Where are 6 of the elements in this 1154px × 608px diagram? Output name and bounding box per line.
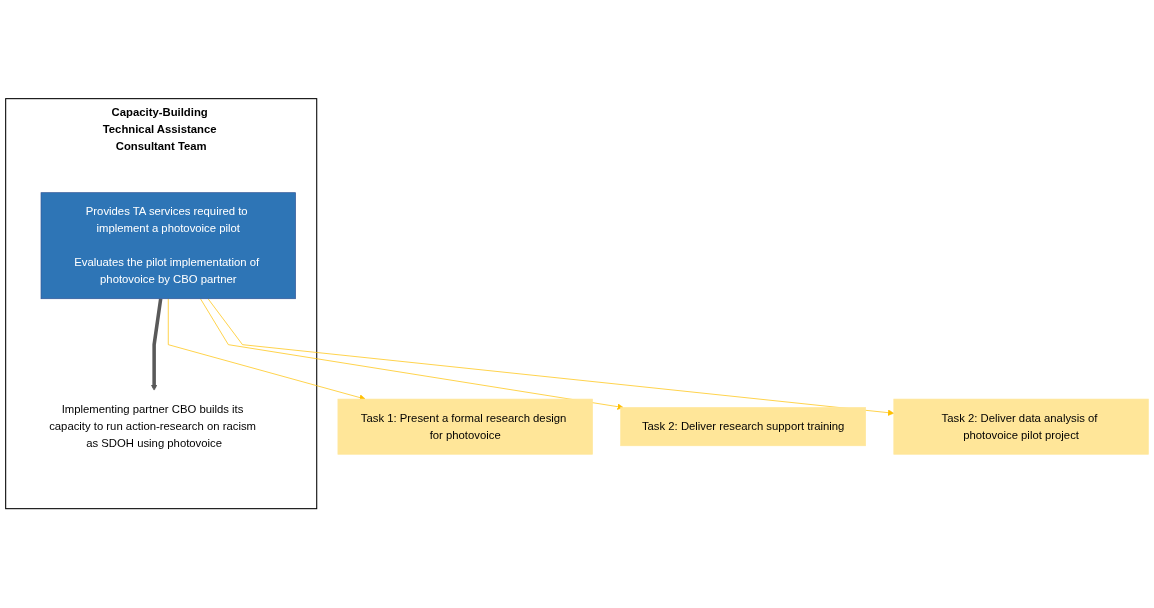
node-box: Task 2: Deliver data analysis of photovoice pilot project	[893, 399, 1149, 455]
node-box: Task 2: Deliver research support training	[620, 407, 866, 447]
node-text: Implementing partner CBO builds its capacity to run action-research on racism as SDOH using photovoice	[49, 403, 256, 450]
arrow	[151, 298, 163, 392]
node-box: Task 1: Present a formal research design for photovoice	[337, 399, 593, 455]
node-box: Provides TA services required to implement a photovoice pilot Evaluates the pilot implementation of photovoice by CBO partner	[40, 192, 296, 300]
